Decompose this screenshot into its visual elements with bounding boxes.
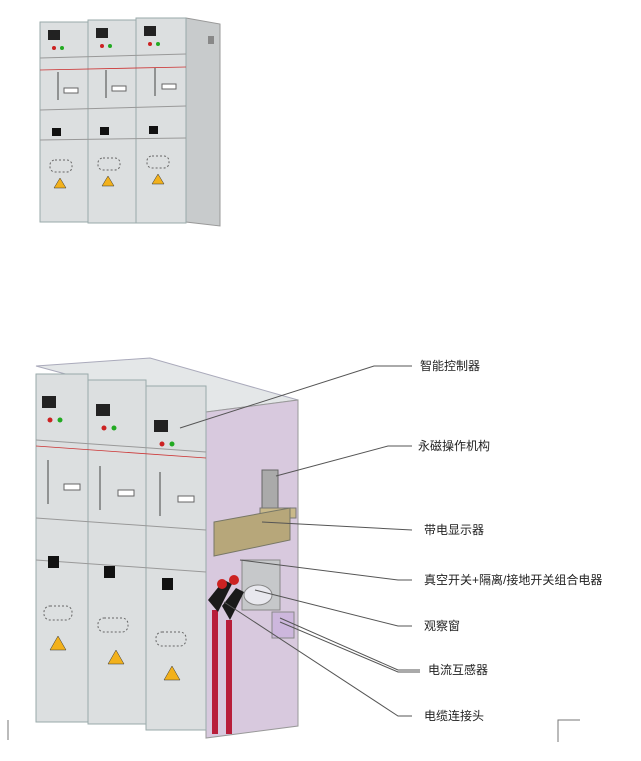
cutaway-front-panels xyxy=(35,373,207,731)
label-permanent-magnet-actuator: 永磁操作机构 xyxy=(418,439,491,453)
front-panels xyxy=(39,17,187,224)
label-cable-connector: 电缆连接头 xyxy=(424,709,485,723)
label-intelligent-controller: 智能控制器 xyxy=(420,359,481,373)
label-observation-window: 观察窗 xyxy=(424,619,461,633)
label-combo-switch: 真空开关+隔离/接地开关组合电器 xyxy=(424,573,603,587)
label-live-display: 带电显示器 xyxy=(424,523,485,537)
leader-lines xyxy=(179,365,420,717)
label-current-transformer: 电流互感器 xyxy=(428,663,489,677)
